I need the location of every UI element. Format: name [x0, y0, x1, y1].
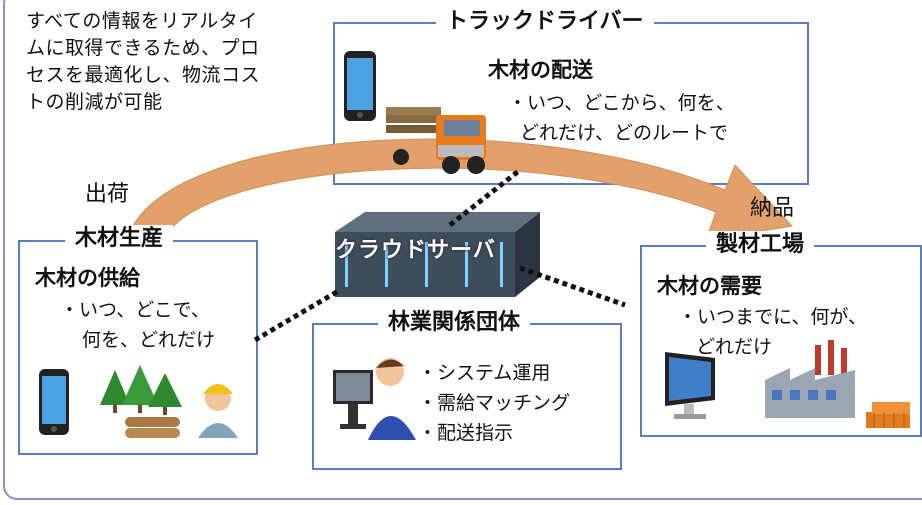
intro-line: セスを最適化し、物流コス: [26, 64, 261, 86]
truck-icon: [386, 107, 486, 174]
shipment-label: 出荷: [85, 182, 130, 207]
intro-line: トの削減が可能: [26, 91, 163, 113]
association-lines: ・システム運用 ・需給マッチング ・配送指示: [418, 358, 570, 448]
driver-lines: ・いつ、どこから、何を、 どれだけ、どのルートで: [508, 88, 735, 148]
factory-line: ・いつまでに、何が、: [678, 306, 868, 328]
producer-line: ・いつ、どこで、: [60, 299, 210, 321]
factory-heading: 木材の需要: [657, 274, 762, 298]
delivery-label: 納品: [750, 196, 795, 221]
intro-text: すべての情報をリアルタイ ムに取得できるため、プロ セスを最適化し、物流コス ト…: [26, 8, 326, 116]
driver-line: どれだけ、どのルートで: [520, 122, 729, 144]
producer-lines: ・いつ、どこで、 何を、どれだけ: [60, 295, 215, 355]
factory-title: 製材工場: [706, 231, 815, 259]
worker-icon: [198, 384, 238, 438]
cloud-server-icon: [335, 212, 540, 297]
lumber-stack-icon: [866, 402, 910, 428]
association-line: ・需給マッチング: [418, 392, 571, 414]
association-title: 林業関係団体: [378, 309, 531, 337]
producer-heading: 木材の供給: [35, 266, 140, 290]
intro-line: すべての情報をリアルタイ: [26, 10, 258, 32]
factory-lines: ・いつまでに、何が、 どれだけ: [678, 302, 867, 362]
producer-line: 何を、どれだけ: [82, 329, 216, 351]
factory-icon: [765, 340, 855, 418]
driver-line: ・いつ、どこから、何を、: [508, 92, 735, 114]
intro-line: ムに取得できるため、プロ: [26, 37, 260, 59]
outer-frame: [3, 0, 922, 500]
driver-title: トラックドライバー: [436, 8, 654, 36]
server-label: クラウドサーバ: [335, 238, 496, 263]
smartphone-icon: [344, 51, 376, 121]
operator-at-computer-icon: [333, 358, 416, 440]
producer-title: 木材生産: [65, 225, 174, 253]
driver-heading: 木材の配送: [488, 58, 593, 82]
smartphone-icon: [39, 369, 69, 435]
monitor-icon: [665, 352, 715, 419]
association-line: ・システム運用: [418, 362, 551, 384]
association-line: ・配送指示: [418, 422, 514, 444]
factory-line: どれだけ: [696, 336, 773, 358]
forest-icon: [100, 365, 182, 438]
